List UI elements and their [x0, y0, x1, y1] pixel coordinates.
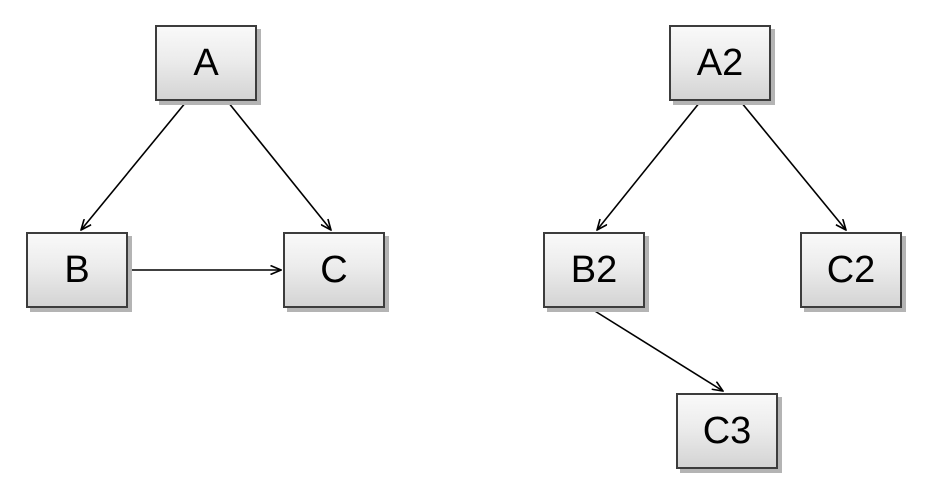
node-A[interactable]: A — [155, 25, 257, 101]
node-C3[interactable]: C3 — [676, 393, 778, 469]
edge-B2-to-C3 — [589, 307, 723, 391]
node-B-label: B — [64, 249, 90, 291]
node-B[interactable]: B — [26, 232, 128, 308]
node-A-label: A — [193, 42, 219, 84]
edge-A-to-C — [227, 101, 331, 230]
node-C2[interactable]: C2 — [800, 232, 902, 308]
edge-A2-to-B2 — [597, 101, 701, 230]
node-B2[interactable]: B2 — [543, 232, 645, 308]
node-A2-label: A2 — [696, 42, 744, 84]
node-C[interactable]: C — [283, 232, 385, 308]
edge-A2-to-C2 — [740, 101, 846, 230]
node-C3-label: C3 — [702, 410, 752, 452]
node-A2[interactable]: A2 — [669, 25, 771, 101]
node-C-label: C — [320, 249, 348, 291]
edge-A-to-B — [81, 101, 187, 230]
node-C2-label: C2 — [826, 249, 876, 291]
node-B2-label: B2 — [570, 249, 618, 291]
